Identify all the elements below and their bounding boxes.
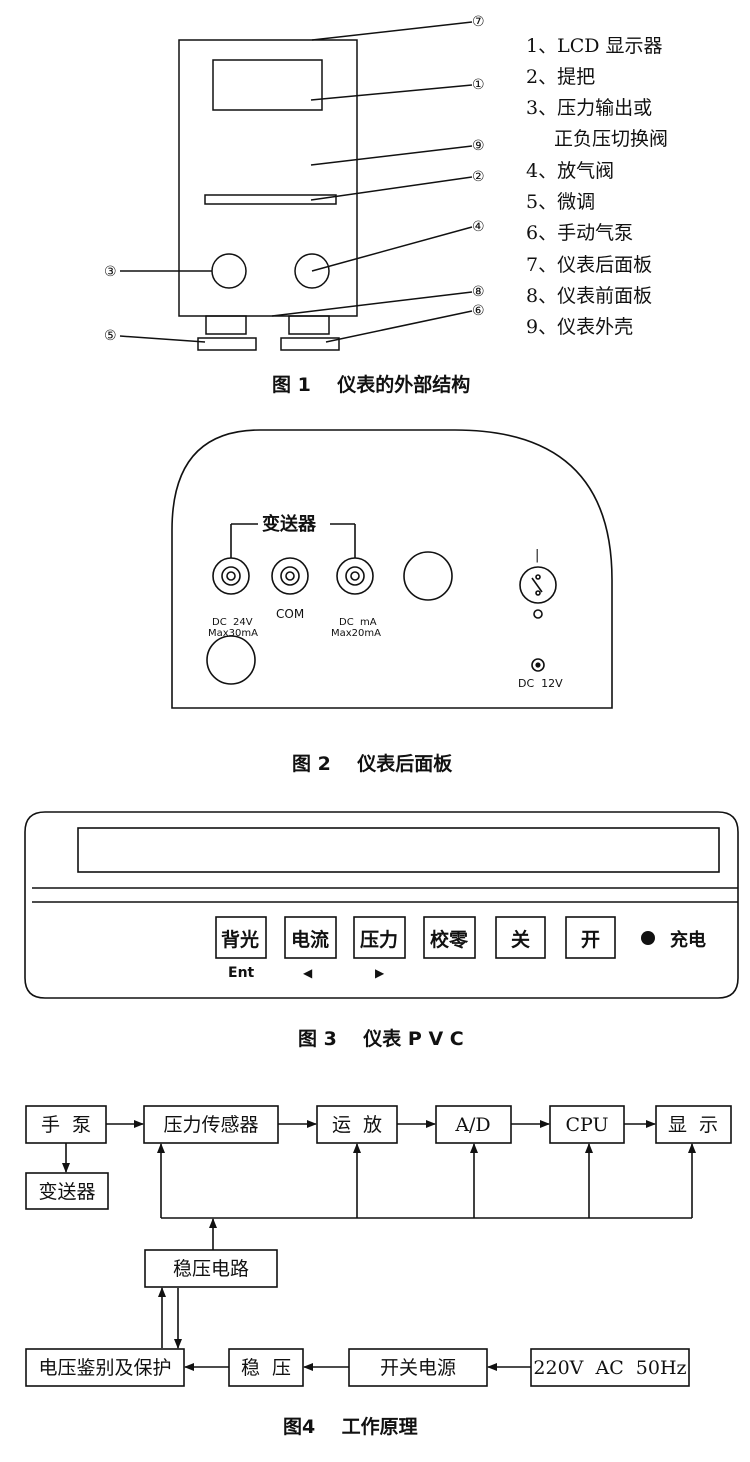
block-voltage-protect-label: 电压鉴别及保护 bbox=[38, 1357, 171, 1379]
on-button-label: 开 bbox=[581, 929, 600, 951]
figure-2-caption: 图 2 仪表后面板 bbox=[292, 752, 453, 775]
marker-7: ⑦ bbox=[472, 14, 485, 30]
marker-8: ⑧ bbox=[472, 284, 485, 300]
connector-com-inner bbox=[280, 566, 300, 586]
block-transmitter bbox=[25, 1172, 109, 1210]
connector-24v-inner bbox=[221, 566, 241, 586]
leader-1 bbox=[310, 84, 473, 101]
marker-6: ⑥ bbox=[472, 303, 485, 319]
current-button-label: 电流 bbox=[291, 928, 329, 951]
block-mains-label: 220V AC 50Hz bbox=[533, 1357, 686, 1379]
fine-adjust-stem bbox=[205, 315, 247, 335]
rear-plug bbox=[403, 551, 453, 601]
connector-ma-inner bbox=[345, 566, 365, 586]
block-pressure-sensor-label: 压力传感器 bbox=[163, 1114, 258, 1136]
marker-5: ⑤ bbox=[104, 328, 117, 344]
legend-item: 1、LCD 显示器 bbox=[526, 35, 663, 57]
leader-9 bbox=[310, 145, 473, 166]
rear-plug-lower bbox=[206, 635, 256, 685]
figure-1-external-structure bbox=[119, 21, 473, 351]
marker-4: ④ bbox=[472, 219, 485, 235]
front-panel-outline bbox=[24, 811, 739, 999]
charge-label: 充电 bbox=[670, 929, 706, 951]
legend-item: 8、仪表前面板 bbox=[526, 285, 652, 307]
hand-pump-knob bbox=[280, 337, 340, 351]
legend-item: 9、仪表外壳 bbox=[526, 316, 633, 338]
port-24v-max-label: Max30mA bbox=[208, 628, 258, 639]
zero-button[interactable] bbox=[423, 916, 476, 959]
figure-4-caption: 图4 工作原理 bbox=[283, 1415, 418, 1438]
block-regulator-circuit-label: 稳压电路 bbox=[173, 1258, 249, 1280]
leader-8 bbox=[271, 291, 473, 317]
pressure-button[interactable] bbox=[353, 916, 406, 959]
dc-12v-label: DC 12V bbox=[518, 677, 563, 690]
legend-item: 5、微调 bbox=[526, 191, 595, 213]
block-op-amp-label: 运 放 bbox=[332, 1114, 382, 1136]
current-button[interactable] bbox=[284, 916, 337, 959]
legend-item: 正负压切换阀 bbox=[554, 128, 668, 150]
connector-ma-outer bbox=[336, 557, 374, 595]
fine-adjust-knob bbox=[197, 337, 257, 351]
legend-item: 4、放气阀 bbox=[526, 160, 614, 182]
block-cpu-label: CPU bbox=[565, 1114, 608, 1136]
leader-2 bbox=[310, 176, 473, 201]
handle bbox=[204, 194, 337, 205]
on-button[interactable] bbox=[565, 916, 616, 959]
port-ma-max-label: Max20mA bbox=[331, 628, 381, 639]
enter-sub-label: Ent bbox=[228, 965, 255, 981]
block-hand-pump-label: 手 泵 bbox=[41, 1114, 91, 1136]
port-ma-label: DC mA bbox=[339, 617, 377, 628]
backlight-button-label: 背光 bbox=[221, 928, 259, 951]
figure-4-block-diagram bbox=[25, 1105, 732, 1387]
figure-3-caption: 图 3 仪表 P V C bbox=[298, 1027, 464, 1050]
leader-5 bbox=[119, 335, 206, 343]
transmitter-label: 变送器 bbox=[262, 513, 317, 535]
connector-com-outer bbox=[271, 557, 309, 595]
marker-2: ② bbox=[472, 169, 485, 185]
connector-24v-outer bbox=[212, 557, 250, 595]
port-24v-label: DC 24V bbox=[212, 617, 253, 628]
vent-valve bbox=[294, 253, 330, 289]
block-regulator-circuit bbox=[144, 1249, 278, 1288]
switch-off-marker bbox=[533, 609, 543, 619]
figure-2-rear-panel bbox=[171, 429, 613, 709]
left-arrow-icon: ◀ bbox=[303, 966, 313, 980]
block-transmitter-label: 变送器 bbox=[38, 1181, 95, 1203]
backlight-button[interactable] bbox=[215, 916, 267, 959]
marker-1: ① bbox=[472, 77, 485, 93]
legend-item: 6、手动气泵 bbox=[526, 222, 633, 244]
off-button[interactable] bbox=[495, 916, 546, 959]
block-display-label: 显 示 bbox=[668, 1114, 718, 1136]
leader-7 bbox=[311, 21, 473, 41]
marker-9: ⑨ bbox=[472, 138, 485, 154]
rear-panel-outline bbox=[171, 429, 613, 709]
com-label: COM bbox=[276, 607, 304, 621]
figure-3-front-panel bbox=[24, 811, 739, 999]
block-ad-label: A/D bbox=[454, 1114, 490, 1136]
charge-indicator bbox=[641, 931, 655, 945]
figure-1-caption: 图 1 仪表的外部结构 bbox=[272, 373, 470, 396]
dc-jack bbox=[531, 658, 545, 672]
power-switch bbox=[519, 566, 557, 604]
lcd-display bbox=[212, 59, 323, 111]
marker-3: ③ bbox=[104, 264, 117, 280]
leader-6 bbox=[325, 310, 473, 343]
block-switch-power-label: 开关电源 bbox=[380, 1357, 456, 1379]
switch-on-marker: | bbox=[535, 548, 539, 563]
legend-item: 7、仪表后面板 bbox=[526, 254, 652, 276]
hand-pump-stem bbox=[288, 315, 330, 335]
off-button-label: 关 bbox=[511, 928, 530, 951]
leader-4 bbox=[311, 226, 473, 272]
front-lcd-window bbox=[77, 827, 720, 873]
meter-housing bbox=[178, 39, 358, 317]
pressure-output-valve bbox=[211, 253, 247, 289]
legend-item: 3、压力输出或 bbox=[526, 97, 652, 119]
pressure-button-label: 压力 bbox=[360, 928, 398, 951]
zero-button-label: 校零 bbox=[430, 928, 469, 951]
legend-item: 2、提把 bbox=[526, 66, 595, 88]
right-arrow-icon: ▶ bbox=[375, 966, 385, 980]
block-regulate-label: 稳 压 bbox=[241, 1357, 291, 1379]
